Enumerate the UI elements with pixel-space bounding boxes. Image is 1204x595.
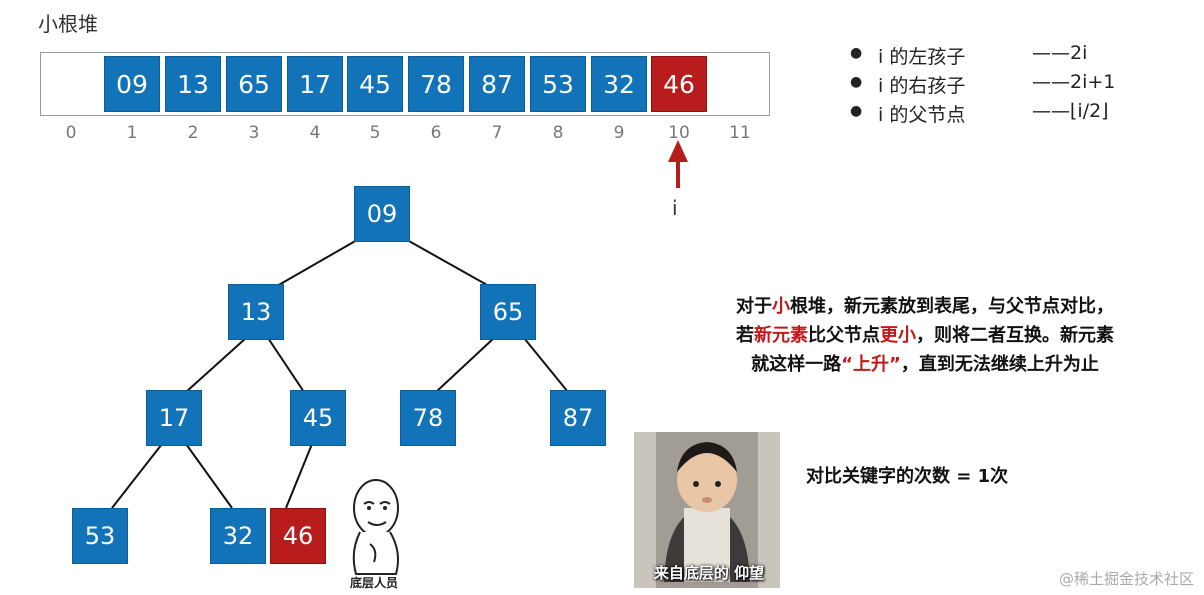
- desc-text: ，直到无法继续上升为止: [900, 354, 1099, 375]
- array-cell: 65: [226, 56, 282, 112]
- edge-17-32: [185, 443, 233, 509]
- array-cell: 13: [165, 56, 221, 112]
- edge-09-13: [269, 235, 365, 291]
- tree-node: 65: [480, 284, 536, 340]
- pointer-arrow: [676, 160, 680, 188]
- desc-highlight: 新元素: [754, 325, 808, 346]
- bullet-icon: ●: [850, 103, 863, 119]
- rule-value: ——2i: [1032, 42, 1088, 64]
- array-index-label: 10: [668, 123, 690, 143]
- page-title: 小根堆: [38, 12, 98, 36]
- pointer-arrow-head: [668, 140, 688, 162]
- array-index-label: 3: [248, 123, 260, 143]
- tree-node: 13: [228, 284, 284, 340]
- edge-17-53: [111, 443, 163, 509]
- array-cell: 45: [347, 56, 403, 112]
- array-cell: 32: [591, 56, 647, 112]
- desc-text: ，则将二者互换。新元素: [916, 325, 1114, 346]
- array-index-label: 8: [552, 123, 564, 143]
- bullet-icon: ●: [850, 74, 863, 90]
- rule-parent: ● i 的父节点 ——⌊i/2⌋: [850, 100, 1150, 129]
- meme-right-caption: 来自底层的 仰望: [653, 564, 765, 582]
- array-index-label: 2: [187, 123, 199, 143]
- array-cell: 46: [651, 56, 707, 112]
- array-frame: [40, 52, 770, 116]
- desc-text: 若: [736, 325, 754, 346]
- array-cell: 78: [408, 56, 464, 112]
- compare-count: 对比关键字的次数 = 1次: [806, 466, 1009, 487]
- edge-45-46: [285, 443, 313, 509]
- tree-node: 78: [400, 390, 456, 446]
- rule-label: i 的父节点: [878, 104, 966, 126]
- rule-right-child: ● i 的右孩子 ——2i+1: [850, 71, 1150, 100]
- pointer-label: i: [672, 196, 678, 220]
- array-cell: 53: [530, 56, 586, 112]
- rule-label: i 的右孩子: [878, 75, 966, 97]
- edge-13-17: [185, 337, 247, 393]
- tree-node: 09: [354, 186, 410, 242]
- desc-text: 就这样一路: [751, 354, 842, 375]
- array-index-label: 9: [613, 123, 625, 143]
- array-index-label: 5: [369, 123, 381, 143]
- index-rules: ● i 的左孩子 ——2i ● i 的右孩子 ——2i+1 ● i 的父节点 —…: [850, 42, 1150, 129]
- edge-65-87: [523, 337, 569, 393]
- edge-09-65: [399, 235, 497, 291]
- meme-photo: [634, 432, 780, 588]
- tree-node: 87: [550, 390, 606, 446]
- tree-node: 32: [210, 508, 266, 564]
- explanation-text: 对于小根堆，新元素放到表尾，与父节点对比， 若新元素比父节点更小，则将二者互换。…: [690, 292, 1160, 379]
- desc-highlight: 小: [772, 296, 790, 317]
- array-index-label: 7: [491, 123, 503, 143]
- credit-watermark: @稀土掘金技术社区: [1058, 570, 1194, 588]
- desc-text: 比父节点: [808, 325, 880, 346]
- meme-left-caption: 底层人员: [350, 576, 399, 590]
- rule-left-child: ● i 的左孩子 ——2i: [850, 42, 1150, 71]
- desc-highlight: “上升”: [841, 354, 901, 375]
- rule-value: ——2i+1: [1032, 71, 1116, 93]
- edge-13-45: [267, 337, 305, 393]
- bullet-icon: ●: [850, 45, 863, 61]
- array-cell: 17: [287, 56, 343, 112]
- tree-node: 17: [146, 390, 202, 446]
- edge-65-78: [435, 337, 495, 393]
- rule-value: ——⌊i/2⌋: [1032, 100, 1109, 122]
- desc-highlight: 更小: [880, 325, 916, 346]
- array-index-label: 1: [126, 123, 138, 143]
- array-index-label: 11: [729, 123, 751, 143]
- tree-node-new: 46: [270, 508, 326, 564]
- array-index-label: 4: [309, 123, 321, 143]
- desc-text: 根堆，新元素放到表尾，与父节点对比，: [790, 296, 1114, 317]
- desc-text: 对于: [736, 296, 772, 317]
- array-cell: 87: [469, 56, 525, 112]
- child-photo-icon: [634, 432, 780, 588]
- meme-face-icon: [352, 479, 399, 575]
- array-index-label: 0: [65, 123, 77, 143]
- tree-node: 45: [290, 390, 346, 446]
- array-index-label: 6: [430, 123, 442, 143]
- rule-label: i 的左孩子: [878, 46, 966, 68]
- array-cell: 09: [104, 56, 160, 112]
- tree-node: 53: [72, 508, 128, 564]
